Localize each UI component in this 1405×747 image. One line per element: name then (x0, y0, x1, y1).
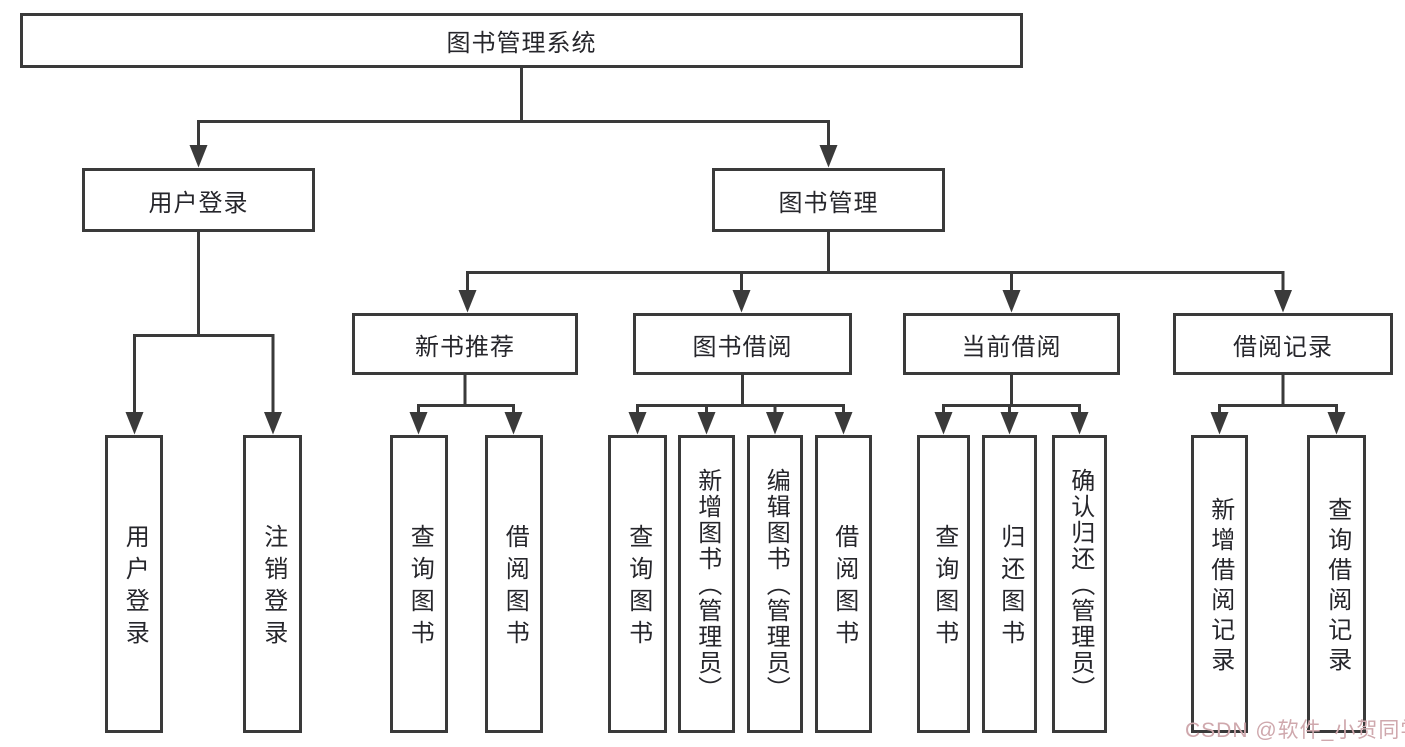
leaf-borrow-borrow-books: 借阅图书 (815, 435, 872, 733)
node-user-login-label: 用户登录 (148, 189, 249, 217)
leaf-borrow-edit-books-admin: 编辑图书（管理员） (747, 435, 803, 733)
leaf-logout-label: 注销登录 (259, 524, 287, 652)
leaf-borrow-edit-books-admin-label: 编辑图书（管理员） (762, 468, 790, 702)
node-new-book-recommend-label: 新书推荐 (415, 333, 515, 361)
leaf-logout: 注销登录 (243, 435, 302, 733)
leaf-user-login: 用户登录 (105, 435, 163, 733)
node-borrowing-records-label: 借阅记录 (1233, 333, 1333, 361)
leaf-records-add-record: 新增借阅记录 (1191, 435, 1248, 733)
leaf-borrow-query-books: 查询图书 (608, 435, 667, 733)
leaf-borrow-add-books-admin-label: 新增图书（管理员） (693, 468, 721, 702)
leaf-recommend-query-books: 查询图书 (390, 435, 448, 733)
leaf-recommend-borrow-books: 借阅图书 (485, 435, 543, 733)
leaf-recommend-query-books-label: 查询图书 (406, 524, 434, 652)
node-root-label: 图书管理系统 (446, 30, 597, 57)
node-new-book-recommend: 新书推荐 (352, 313, 578, 375)
leaf-user-login-label: 用户登录 (121, 524, 149, 652)
leaf-current-return-books-label: 归还图书 (996, 524, 1024, 652)
leaf-current-query-books-label: 查询图书 (930, 524, 958, 652)
leaf-recommend-borrow-books-label: 借阅图书 (501, 524, 529, 652)
node-current-borrowing: 当前借阅 (903, 313, 1120, 375)
node-book-borrowing: 图书借阅 (633, 313, 852, 375)
node-root: 图书管理系统 (20, 13, 1023, 68)
leaf-borrow-borrow-books-label: 借阅图书 (830, 524, 858, 652)
node-user-login: 用户登录 (82, 168, 315, 232)
node-book-borrowing-label: 图书借阅 (692, 333, 793, 361)
node-borrowing-records: 借阅记录 (1173, 313, 1393, 375)
node-current-borrowing-label: 当前借阅 (961, 333, 1062, 361)
node-book-management: 图书管理 (712, 168, 945, 232)
leaf-records-query-record-label: 查询借阅记录 (1323, 497, 1351, 677)
leaf-records-query-record: 查询借阅记录 (1307, 435, 1366, 733)
csdn-watermark: CSDN @软件_小贺同学 (1185, 719, 1405, 742)
leaf-borrow-query-books-label: 查询图书 (624, 524, 652, 652)
leaf-current-return-books: 归还图书 (982, 435, 1037, 733)
leaf-current-confirm-return-admin: 确认归还（管理员） (1052, 435, 1107, 733)
leaf-current-query-books: 查询图书 (917, 435, 970, 733)
leaf-current-confirm-return-admin-label: 确认归还（管理员） (1066, 468, 1094, 702)
node-book-management-label: 图书管理 (778, 189, 879, 217)
leaf-records-add-record-label: 新增借阅记录 (1206, 497, 1234, 677)
leaf-borrow-add-books-admin: 新增图书（管理员） (678, 435, 735, 733)
